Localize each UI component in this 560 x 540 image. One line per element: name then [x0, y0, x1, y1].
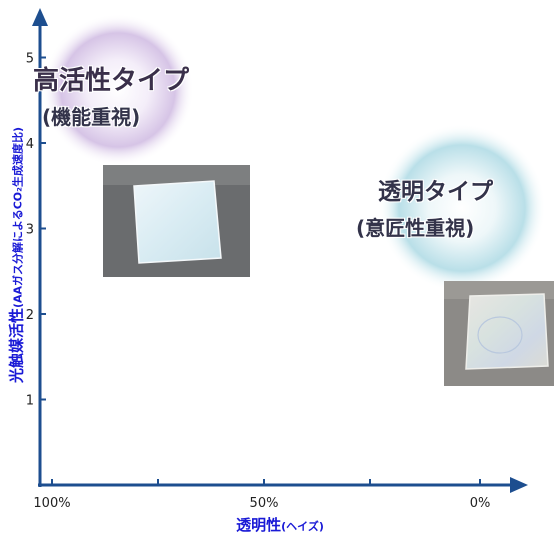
- transparent-type-title: 透明タイプ: [378, 179, 493, 205]
- transparent-type-subtitle: (意匠性重視): [356, 216, 475, 240]
- transparent-sample-photo: [444, 281, 554, 386]
- x-axis-title-sub: (ヘイズ): [281, 520, 324, 533]
- high-activity-type-subtitle: (機能重視): [42, 105, 141, 129]
- y-axis-title-main: 光触媒活性: [7, 307, 26, 384]
- y-tick-label: 1: [26, 394, 34, 409]
- y-axis-title-wrap: 光触媒活性(AAガス分解によるCO₂生成速度比): [0, 0, 30, 540]
- y-axis-ticks: 1 2 3 4 5: [26, 52, 46, 409]
- high-activity-sample-photo: [103, 165, 250, 277]
- x-axis-title: 透明性(ヘイズ): [0, 514, 560, 535]
- y-tick-label: 5: [26, 52, 34, 67]
- transparent-halo: [378, 124, 546, 292]
- high-activity-halo: [42, 14, 194, 166]
- x-tick-label: 100%: [33, 496, 70, 511]
- y-tick-label: 4: [26, 137, 34, 152]
- y-axis-title-sub: (AAガス分解によるCO₂生成速度比): [11, 126, 25, 308]
- x-axis-arrow: [510, 477, 528, 493]
- x-axis-title-main: 透明性: [236, 516, 282, 534]
- y-axis-arrow: [32, 8, 48, 26]
- high-activity-type-title: 高活性タイプ: [33, 66, 190, 96]
- y-tick-label: 3: [26, 223, 34, 238]
- y-axis-title: 光触媒活性(AAガス分解によるCO₂生成速度比): [6, 127, 27, 383]
- y-tick-label: 2: [26, 308, 34, 323]
- x-tick-label: 50%: [250, 496, 279, 511]
- x-axis-ticks: 100% 50% 0%: [33, 479, 490, 511]
- x-tick-label: 0%: [470, 496, 491, 511]
